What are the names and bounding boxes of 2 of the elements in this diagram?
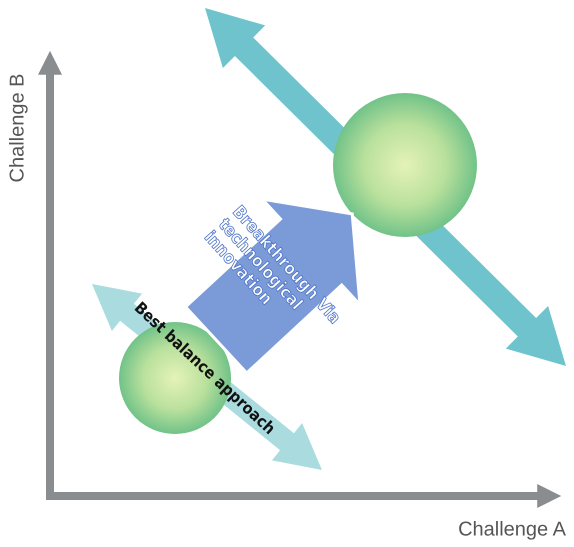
axis-title: Challenge B bbox=[6, 74, 30, 182]
axis-title: Challenge A bbox=[458, 518, 566, 542]
